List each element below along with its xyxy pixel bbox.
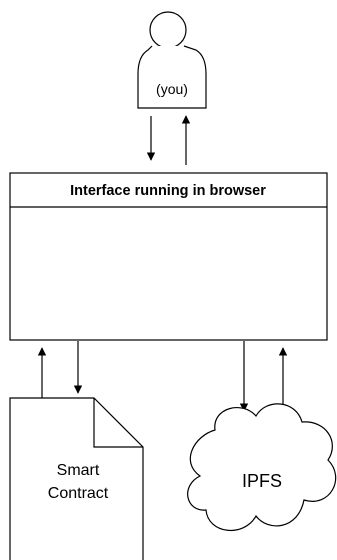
ipfs-label: IPFS [242, 471, 282, 491]
document-icon [9, 397, 144, 560]
cloud-icon [187, 403, 337, 531]
interface-title: Interface running in browser [70, 183, 266, 199]
user-label: (you) [156, 81, 188, 97]
interface-outer-box [9, 172, 328, 341]
user-head-icon [149, 11, 187, 49]
smart-contract-label-line1: Smart [57, 462, 100, 479]
interface-box: Interface running in browser [9, 172, 328, 341]
smart-contract-label-line2: Contract [48, 485, 109, 502]
ipfs-cloud: IPFS [187, 403, 337, 531]
user-actor: (you) [137, 11, 207, 109]
smart-contract-document: Smart Contract [9, 397, 144, 560]
user-body-icon [137, 45, 207, 109]
document-fold-icon [93, 398, 143, 448]
